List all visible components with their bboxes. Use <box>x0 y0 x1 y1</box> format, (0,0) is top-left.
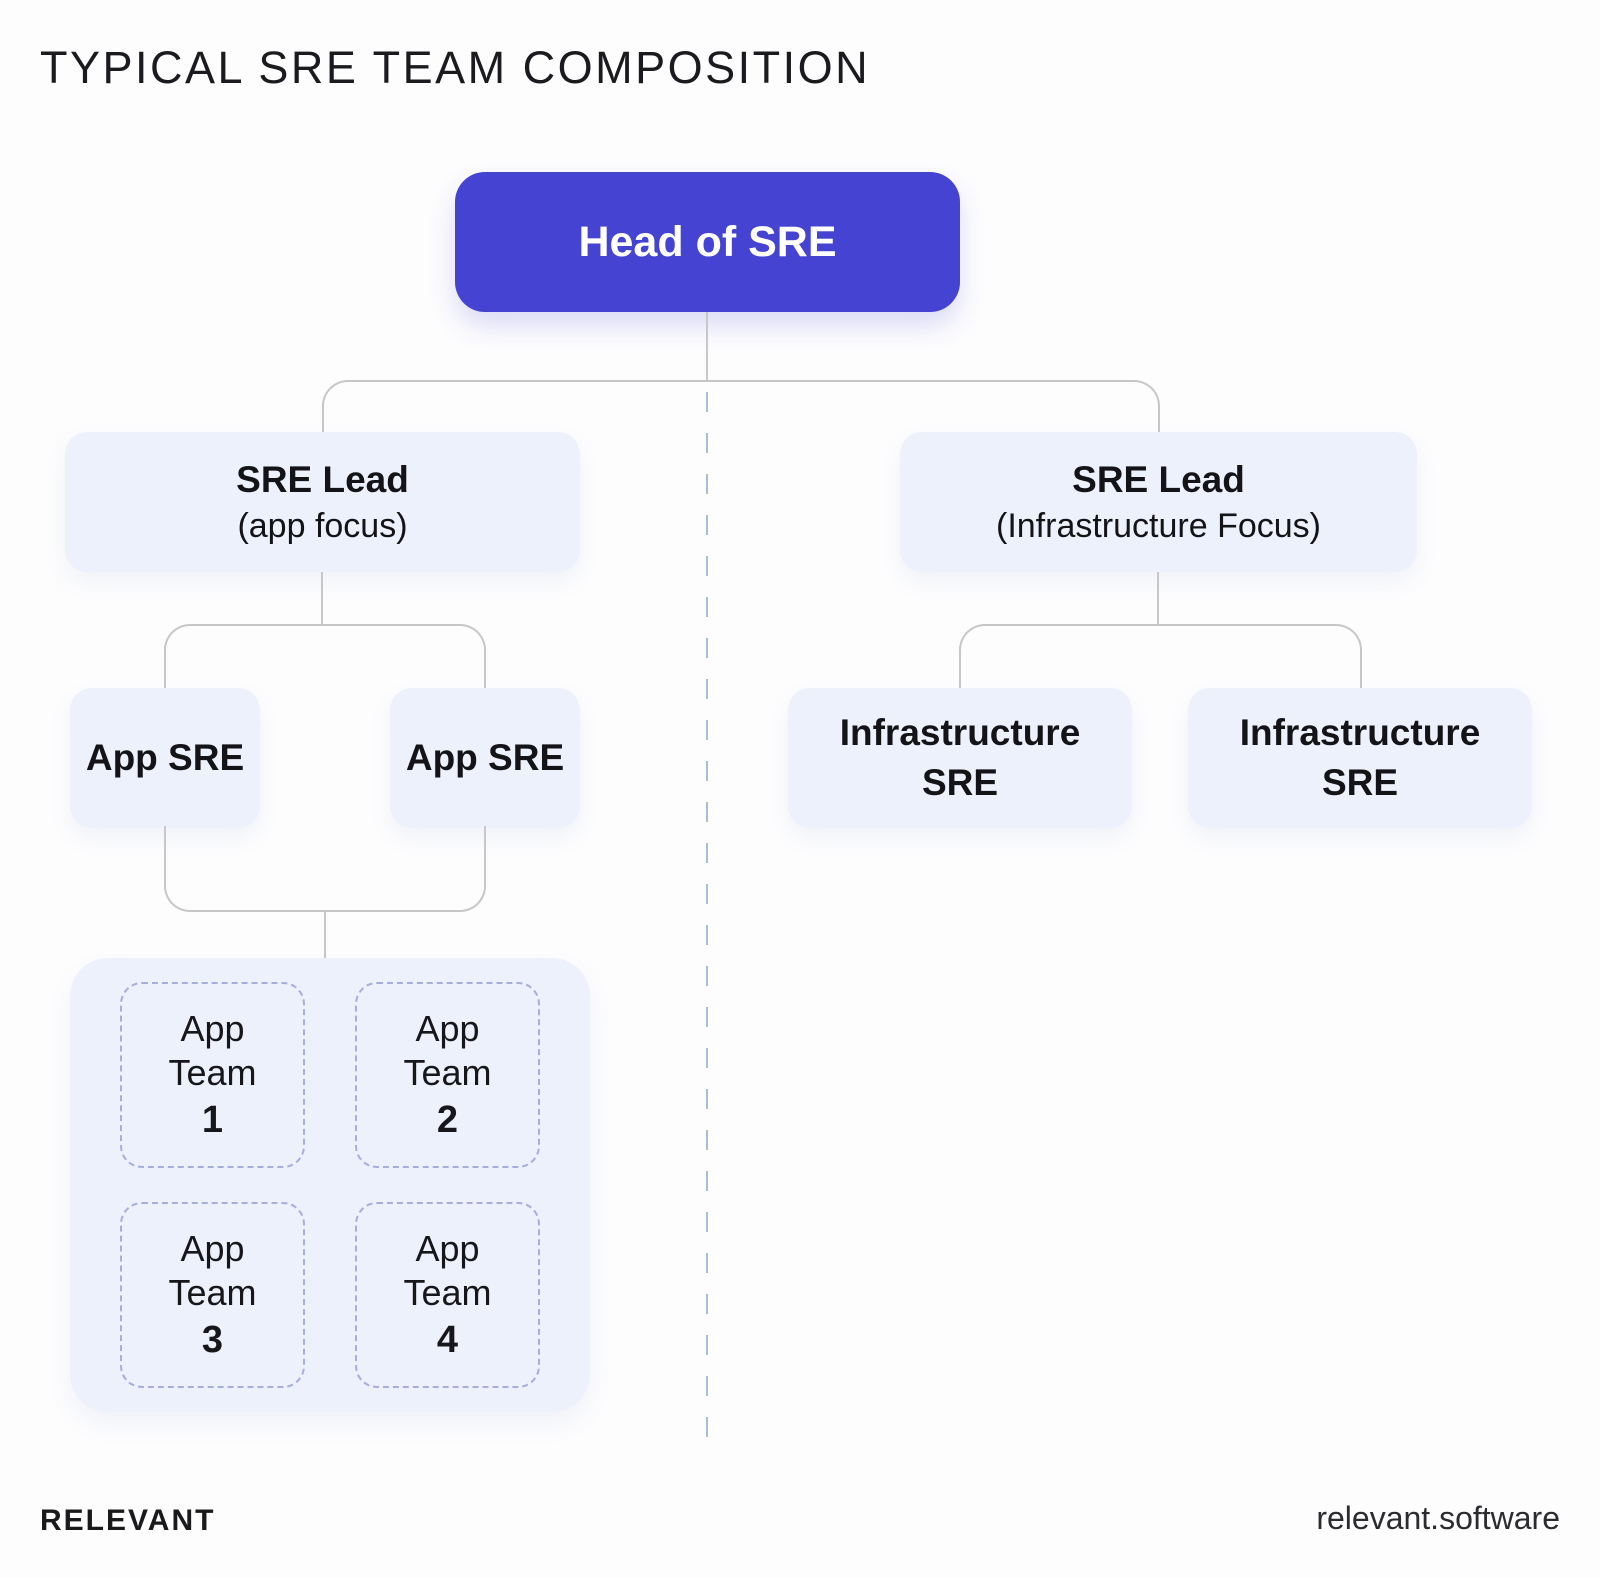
sre-lead-infra-title: SRE Lead <box>1072 458 1245 500</box>
divider-dashed-line <box>706 392 708 1444</box>
team-3-word-2: Team <box>168 1271 257 1313</box>
node-head-of-sre: Head of SRE <box>455 172 960 312</box>
team-1-word-2: Team <box>168 1051 257 1093</box>
node-sre-lead-infrastructure: SRE Lead (Infrastructure Focus) <box>900 432 1417 572</box>
team-box-app-team-1: App Team 1 <box>120 982 305 1168</box>
team-4-number: 4 <box>436 1318 459 1361</box>
connector-teams-stem <box>324 910 326 958</box>
team-2-word-2: Team <box>403 1051 492 1093</box>
team-box-app-team-2: App Team 2 <box>355 982 540 1168</box>
connector-teams-merge-bracket <box>164 826 486 912</box>
team-4-word-2: Team <box>403 1271 492 1313</box>
website-text: relevant.software <box>1316 1500 1560 1536</box>
connector-app-members-bracket <box>164 624 486 688</box>
node-infrastructure-sre-1: Infrastructure SRE <box>788 688 1132 828</box>
team-3-word-1: App <box>180 1227 245 1269</box>
brand-logo-text: RELEVANT <box>40 1504 216 1537</box>
sre-lead-infra-subtitle: (Infrastructure Focus) <box>996 507 1321 546</box>
node-sre-lead-app: SRE Lead (app focus) <box>65 432 580 572</box>
team-1-word-1: App <box>180 1007 245 1049</box>
sre-lead-app-subtitle: (app focus) <box>237 507 408 546</box>
team-2-word-1: App <box>415 1007 480 1049</box>
team-2-number: 2 <box>436 1098 459 1141</box>
team-box-app-team-3: App Team 3 <box>120 1202 305 1388</box>
node-app-sre-1: App SRE <box>70 688 260 828</box>
connector-app-lead-stem <box>321 572 323 625</box>
connector-leads-bracket <box>322 380 1160 432</box>
node-app-sre-2: App SRE <box>390 688 580 828</box>
connector-infra-lead-stem <box>1157 572 1159 625</box>
team-4-word-1: App <box>415 1227 480 1269</box>
node-infrastructure-sre-2: Infrastructure SRE <box>1188 688 1532 828</box>
node-head-of-sre-label: Head of SRE <box>578 217 837 266</box>
diagram-title: TYPICAL SRE TEAM COMPOSITION <box>40 42 871 93</box>
team-3-number: 3 <box>201 1318 224 1361</box>
team-box-app-team-4: App Team 4 <box>355 1202 540 1388</box>
sre-lead-app-title: SRE Lead <box>236 458 409 500</box>
connector-infra-members-bracket <box>959 624 1362 688</box>
app-teams-group: App Team 1 App Team 2 App Team 3 App Tea… <box>70 958 590 1412</box>
team-1-number: 1 <box>201 1098 224 1141</box>
connector-head-stem <box>706 312 708 380</box>
